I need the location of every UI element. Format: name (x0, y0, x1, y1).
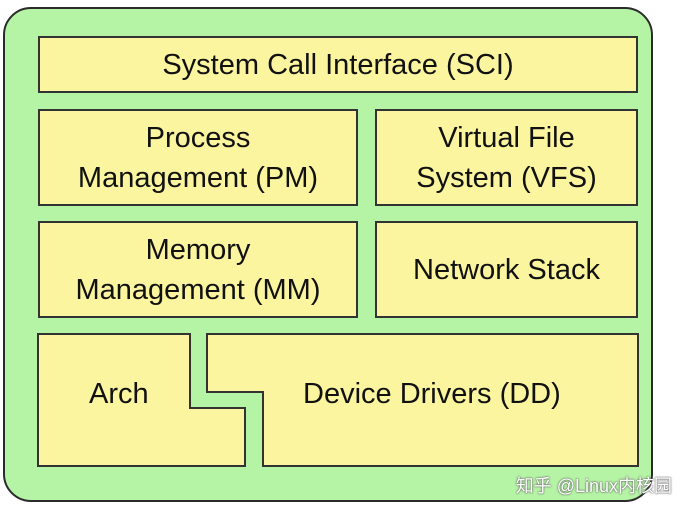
device-drivers-block (206, 333, 639, 467)
watermark-text: 知乎 @Linux内核园 (515, 476, 672, 496)
system-call-interface-block: System Call Interface (SCI) (38, 36, 638, 93)
arch-label: Arch (89, 378, 149, 410)
arch-block (37, 333, 246, 467)
pm-label-line1: Process (145, 121, 251, 154)
process-management-block: Process Management (PM) (38, 109, 358, 206)
pm-label-line2: Management (PM) (77, 161, 319, 194)
virtual-file-system-block: Virtual File System (VFS) (375, 109, 638, 206)
device-drivers-label: Device Drivers (DD) (303, 378, 561, 410)
vfs-label-line2: System (VFS) (416, 161, 597, 194)
memory-management-block: Memory Management (MM) (38, 221, 358, 318)
sci-label: System Call Interface (SCI) (162, 48, 514, 81)
network-label: Network Stack (413, 253, 600, 286)
mm-label-line1: Memory (145, 233, 251, 266)
vfs-label-line1: Virtual File (438, 121, 575, 154)
mm-label-line2: Management (MM) (75, 273, 321, 306)
network-stack-block: Network Stack (375, 221, 638, 318)
